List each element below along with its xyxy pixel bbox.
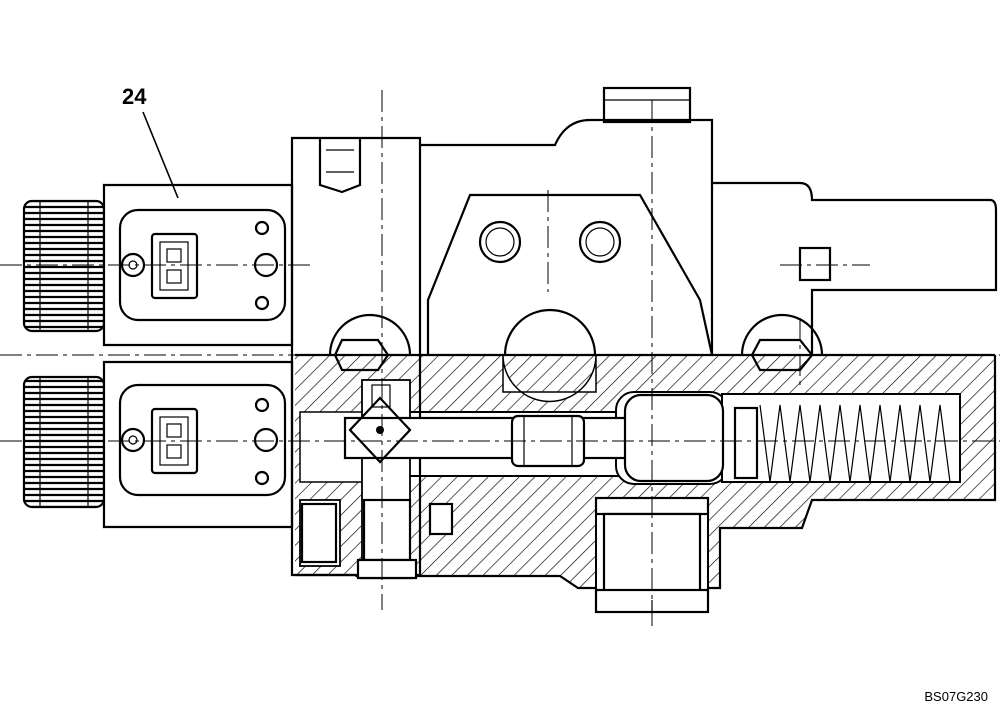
return-spring [733, 404, 951, 483]
part-callout-label: 24 [122, 84, 147, 109]
center-lines [0, 90, 1000, 630]
solenoid-lower [22, 360, 294, 529]
callout-leader [142, 111, 179, 199]
left-check-valve [300, 498, 454, 580]
drawing-reference: BS07G230 [924, 689, 988, 704]
